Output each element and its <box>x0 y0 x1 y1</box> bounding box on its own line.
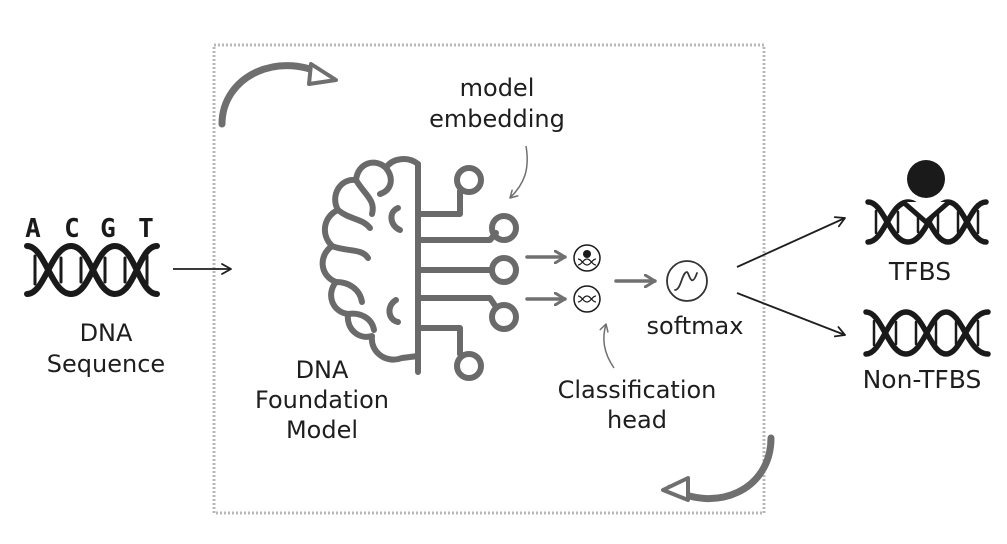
dna-icon <box>24 242 160 298</box>
base-letter: T <box>138 214 154 244</box>
base-letter: C <box>64 214 80 244</box>
head-label: Classification <box>558 376 717 404</box>
model-label: Foundation <box>255 386 389 414</box>
embedding-label: embedding <box>429 105 565 133</box>
output-label-non-tfbs: Non-TFBS <box>863 365 982 394</box>
base-letter: G <box>100 214 116 244</box>
dna-icon <box>863 309 991 357</box>
model-label: DNA <box>296 356 349 384</box>
person-icon <box>901 160 951 225</box>
base-letter: A <box>25 214 41 244</box>
refresh-arrow-icon <box>661 434 775 502</box>
softmax-label: softmax <box>647 312 744 340</box>
dna-badge-icon <box>573 285 601 313</box>
embedding-label: model <box>460 74 535 102</box>
output-arrow <box>736 216 846 268</box>
input-label: DNA <box>80 319 133 347</box>
dna-badge-icon <box>573 244 601 272</box>
brain-circuit-icon <box>319 156 519 381</box>
embedding-pointer <box>509 145 528 199</box>
head-pointer <box>599 323 615 369</box>
head-label: head <box>607 406 667 434</box>
input-label: Sequence <box>47 350 165 378</box>
model-label: Model <box>286 416 358 444</box>
sigmoid-icon <box>666 260 708 302</box>
output-label-tfbs: TFBS <box>888 257 951 286</box>
refresh-arrow-icon <box>218 62 338 128</box>
model-frame <box>212 43 766 515</box>
output-arrow <box>736 292 846 338</box>
